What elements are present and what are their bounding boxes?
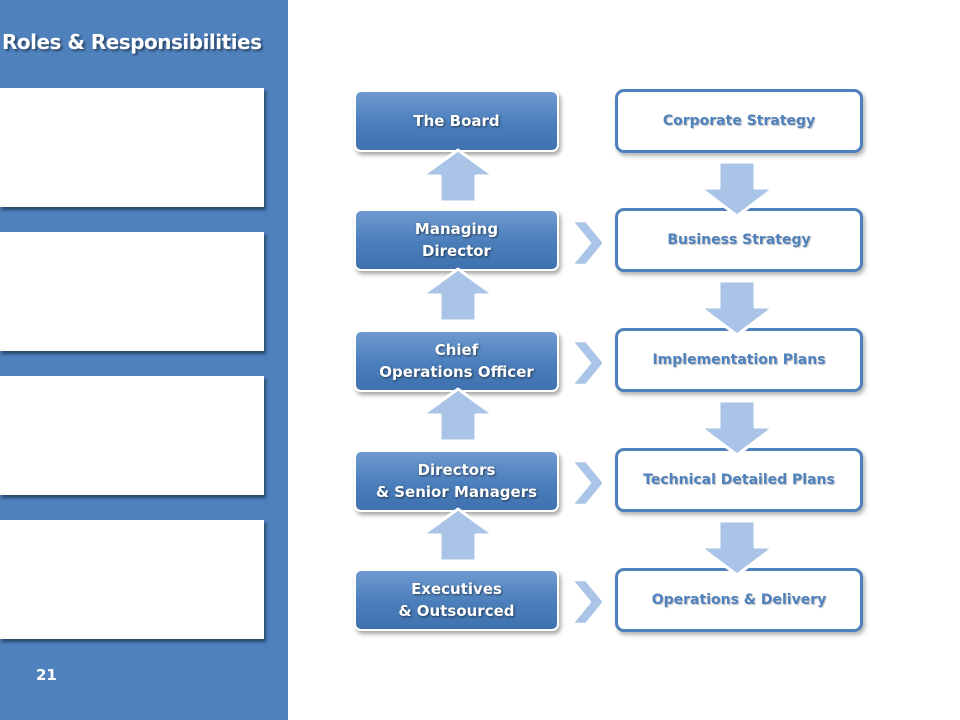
plan-box-corporate-strategy: Corporate Strategy	[615, 89, 863, 153]
up-arrow-icon	[420, 507, 496, 563]
chevron-right-icon	[570, 459, 606, 507]
side-card-1	[0, 88, 264, 207]
side-card-2	[0, 232, 264, 351]
down-arrow-icon	[698, 279, 776, 337]
role-label: Directors& Senior Managers	[375, 460, 538, 502]
plan-label: Business Strategy	[667, 232, 811, 248]
up-arrow-icon	[420, 148, 496, 204]
plan-label: Technical Detailed Plans	[643, 472, 835, 488]
plan-box-business-strategy: Business Strategy	[615, 208, 863, 272]
role-box-directors: Directors& Senior Managers	[354, 450, 559, 512]
role-box-executives: Executives& Outsourced	[354, 569, 559, 631]
down-arrow-icon	[698, 160, 776, 218]
role-label: The Board	[413, 111, 500, 130]
up-arrow-icon	[420, 387, 496, 443]
chevron-right-icon	[570, 578, 606, 626]
up-arrow-icon	[420, 267, 496, 323]
role-label: Executives& Outsourced	[398, 579, 515, 621]
plan-label: Operations & Delivery	[651, 592, 827, 608]
chevron-right-icon	[570, 219, 606, 267]
side-card-4	[0, 520, 264, 639]
page-number: 21	[36, 666, 57, 684]
down-arrow-icon	[698, 519, 776, 577]
plan-box-implementation-plans: Implementation Plans	[615, 328, 863, 392]
slide-title: Roles & Responsibilities	[2, 30, 262, 54]
role-box-board: The Board	[354, 90, 559, 152]
side-card-3	[0, 376, 264, 495]
plan-box-technical-plans: Technical Detailed Plans	[615, 448, 863, 512]
plan-label: Implementation Plans	[652, 352, 826, 368]
sidebar-panel: Roles & Responsibilities 21	[0, 0, 288, 720]
chevron-right-icon	[570, 339, 606, 387]
down-arrow-icon	[698, 399, 776, 457]
plan-label: Corporate Strategy	[662, 113, 816, 129]
